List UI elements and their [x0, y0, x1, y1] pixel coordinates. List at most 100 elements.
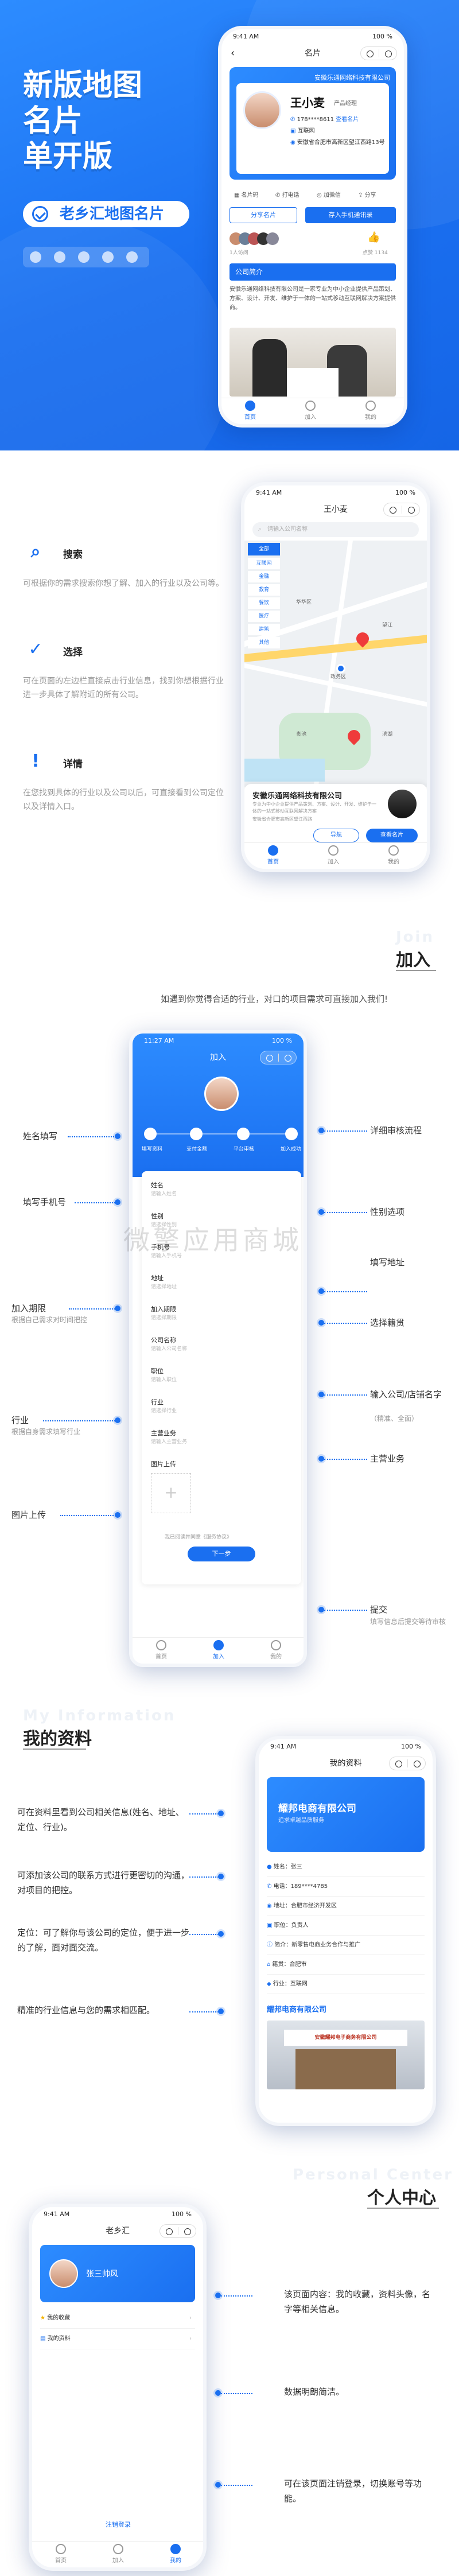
- tab-join[interactable]: 加入: [316, 845, 351, 865]
- annotation-dot: [215, 2390, 221, 2396]
- upload-label: 图片上传: [151, 1460, 176, 1468]
- card-action[interactable]: ▦ 名片码: [234, 192, 259, 199]
- field-label: 行业: [151, 1398, 164, 1406]
- view-card-button[interactable]: 查看名片: [366, 829, 418, 842]
- business-card: 安徽乐通网络科技有限公司 王小麦 产品经理 ✆ 178****8611 查看名片…: [230, 67, 396, 180]
- card-action[interactable]: ◎ 加微信: [317, 192, 341, 199]
- category-chip[interactable]: 医疗: [248, 611, 280, 622]
- menu-label: 我的收藏: [47, 2315, 71, 2321]
- category-chip[interactable]: 金融: [248, 571, 280, 582]
- tab-mine[interactable]: 我的: [376, 845, 411, 865]
- tab-label: 首页: [155, 1654, 167, 1660]
- status-time: 9:41 AM: [233, 33, 259, 40]
- tab-join[interactable]: 加入: [201, 1640, 236, 1660]
- menu-item-profile[interactable]: ▤ 我的资料›: [40, 2329, 195, 2349]
- visitor-avatar: [266, 232, 279, 245]
- form-field[interactable]: 手机号请输入手机号: [151, 1242, 182, 1259]
- category-chip[interactable]: 其他: [248, 637, 280, 648]
- more-icon: [266, 1055, 273, 1062]
- form-field[interactable]: 主营业务请输入主营业务: [151, 1428, 187, 1445]
- map-label: 政务区: [330, 674, 347, 680]
- field-placeholder: 请输入主营业务: [151, 1439, 188, 1445]
- miniapp-capsule[interactable]: [160, 2224, 196, 2238]
- logout-button[interactable]: 注销登录: [106, 2521, 131, 2528]
- form-field[interactable]: 性别请选择性别: [151, 1211, 177, 1228]
- hero-title-line: 单开版: [23, 139, 113, 174]
- field-placeholder: 请输入姓名: [151, 1191, 177, 1197]
- category-chip[interactable]: 互联网: [248, 558, 280, 569]
- category-chip[interactable]: 教育: [248, 584, 280, 596]
- tab-join[interactable]: 加入: [293, 401, 328, 421]
- category-chip[interactable]: 全部: [248, 543, 280, 555]
- close-icon: [385, 50, 392, 57]
- agreement-text[interactable]: 我已阅读并同意《服务协议》: [165, 1534, 232, 1540]
- annotation-line: [189, 2011, 221, 2012]
- close-icon: [408, 507, 415, 514]
- miniapp-capsule[interactable]: [260, 1051, 297, 1064]
- company-intro-text: 安徽乐通网络科技有限公司是一家专业为中小企业提供产品策划、方案、设计、开发、维护…: [230, 286, 396, 311]
- miniapp-capsule[interactable]: [360, 46, 397, 60]
- field-placeholder: 请选择期限: [151, 1315, 177, 1321]
- center-point: 可在该页面注销登录，切换账号等功能。: [284, 2478, 422, 2504]
- tab-bar: 首页 加入 我的: [221, 398, 404, 424]
- map-view[interactable]: 全部 互联网 金融 教育 餐饮 医疗 建筑 其他 望江 华华区 政务区 贵池 滨…: [244, 541, 427, 787]
- form-field[interactable]: 地址请选择地址: [151, 1273, 177, 1290]
- upload-plus-icon[interactable]: +: [151, 1473, 191, 1513]
- tab-join[interactable]: 加入: [101, 2544, 135, 2564]
- join-form: 姓名请输入姓名 性别请选择性别 手机号请输入手机号 地址请选择地址 加入期限请选…: [142, 1171, 301, 1584]
- banner-company: 耀邦电商有限公司: [278, 1803, 356, 1815]
- form-field[interactable]: 公司名称请输入公司名称: [151, 1335, 187, 1352]
- mail-icon: [78, 251, 90, 263]
- close-icon: [285, 1055, 291, 1062]
- tab-mine[interactable]: 我的: [259, 1640, 293, 1660]
- info-text: 姓名：张三: [273, 1864, 302, 1870]
- menu-item-favorites[interactable]: ★ 我的收藏›: [40, 2308, 195, 2329]
- form-field[interactable]: 加入期限请选择期限: [151, 1304, 177, 1321]
- progress-line: [153, 1133, 291, 1134]
- phone-icon: [54, 251, 65, 263]
- card-action[interactable]: ✆ 打电话: [275, 192, 299, 199]
- status-battery: 100 %: [395, 489, 415, 496]
- next-button[interactable]: 下一步: [188, 1547, 255, 1561]
- category-chip[interactable]: 餐饮: [248, 597, 280, 609]
- popup-company: 安徽乐通网络科技有限公司: [252, 792, 343, 801]
- form-field[interactable]: 行业请选择行业: [151, 1397, 177, 1414]
- card-tag[interactable]: 查看名片: [336, 116, 359, 123]
- form-field[interactable]: 职位请输入职位: [151, 1366, 177, 1383]
- card-action[interactable]: ⇪ 分享: [358, 192, 376, 199]
- likes: 点赞 1134: [363, 248, 388, 256]
- miniapp-capsule[interactable]: [389, 1757, 426, 1770]
- field-placeholder: 请选择行业: [151, 1408, 177, 1414]
- user-icon: [102, 251, 114, 263]
- banner-sub: 追求卓越品质服务: [278, 1817, 324, 1824]
- company-door-photo: 安徽耀邦电子商务有限公司: [267, 2021, 425, 2089]
- miniapp-capsule[interactable]: [383, 503, 420, 516]
- step-dot: [144, 1128, 157, 1140]
- tab-home[interactable]: 首页: [233, 401, 267, 421]
- visitor-count: 1人访问: [230, 250, 248, 256]
- form-field[interactable]: 姓名请输入姓名: [151, 1180, 177, 1197]
- annotation-sub: 根据自己需求对时间把控: [11, 1316, 88, 1324]
- category-chip[interactable]: 建筑: [248, 624, 280, 635]
- company-photo: [230, 328, 396, 397]
- field-label: 姓名: [151, 1182, 164, 1189]
- tab-mine[interactable]: 我的: [158, 2544, 193, 2564]
- thumbs-up-icon[interactable]: 👍: [367, 231, 380, 243]
- info-text: 地址：合肥市经济开发区: [273, 1903, 337, 1909]
- tab-home[interactable]: 首页: [44, 2544, 78, 2564]
- likes-count: 1134: [374, 250, 388, 256]
- map-search-input[interactable]: ⌕请输入公司名称: [252, 522, 419, 537]
- plus-icon: [113, 2544, 123, 2554]
- tab-label: 我的: [170, 2558, 181, 2564]
- tab-home[interactable]: 首页: [144, 1640, 178, 1660]
- tab-mine[interactable]: 我的: [353, 401, 388, 421]
- avatar: [243, 91, 281, 129]
- navigate-button[interactable]: 导航: [313, 829, 359, 842]
- tab-home[interactable]: 首页: [256, 845, 290, 865]
- back-icon[interactable]: ‹: [231, 47, 235, 59]
- info-point: 可添加该公司的联系方式进行更密切的沟通，对项目的把控。: [17, 1870, 190, 1895]
- save-contact-button[interactable]: 存入手机通讯录: [305, 207, 396, 223]
- share-card-button[interactable]: 分享名片: [230, 207, 297, 223]
- info-row: ◉ 地址：合肥市经济开发区: [267, 1897, 425, 1916]
